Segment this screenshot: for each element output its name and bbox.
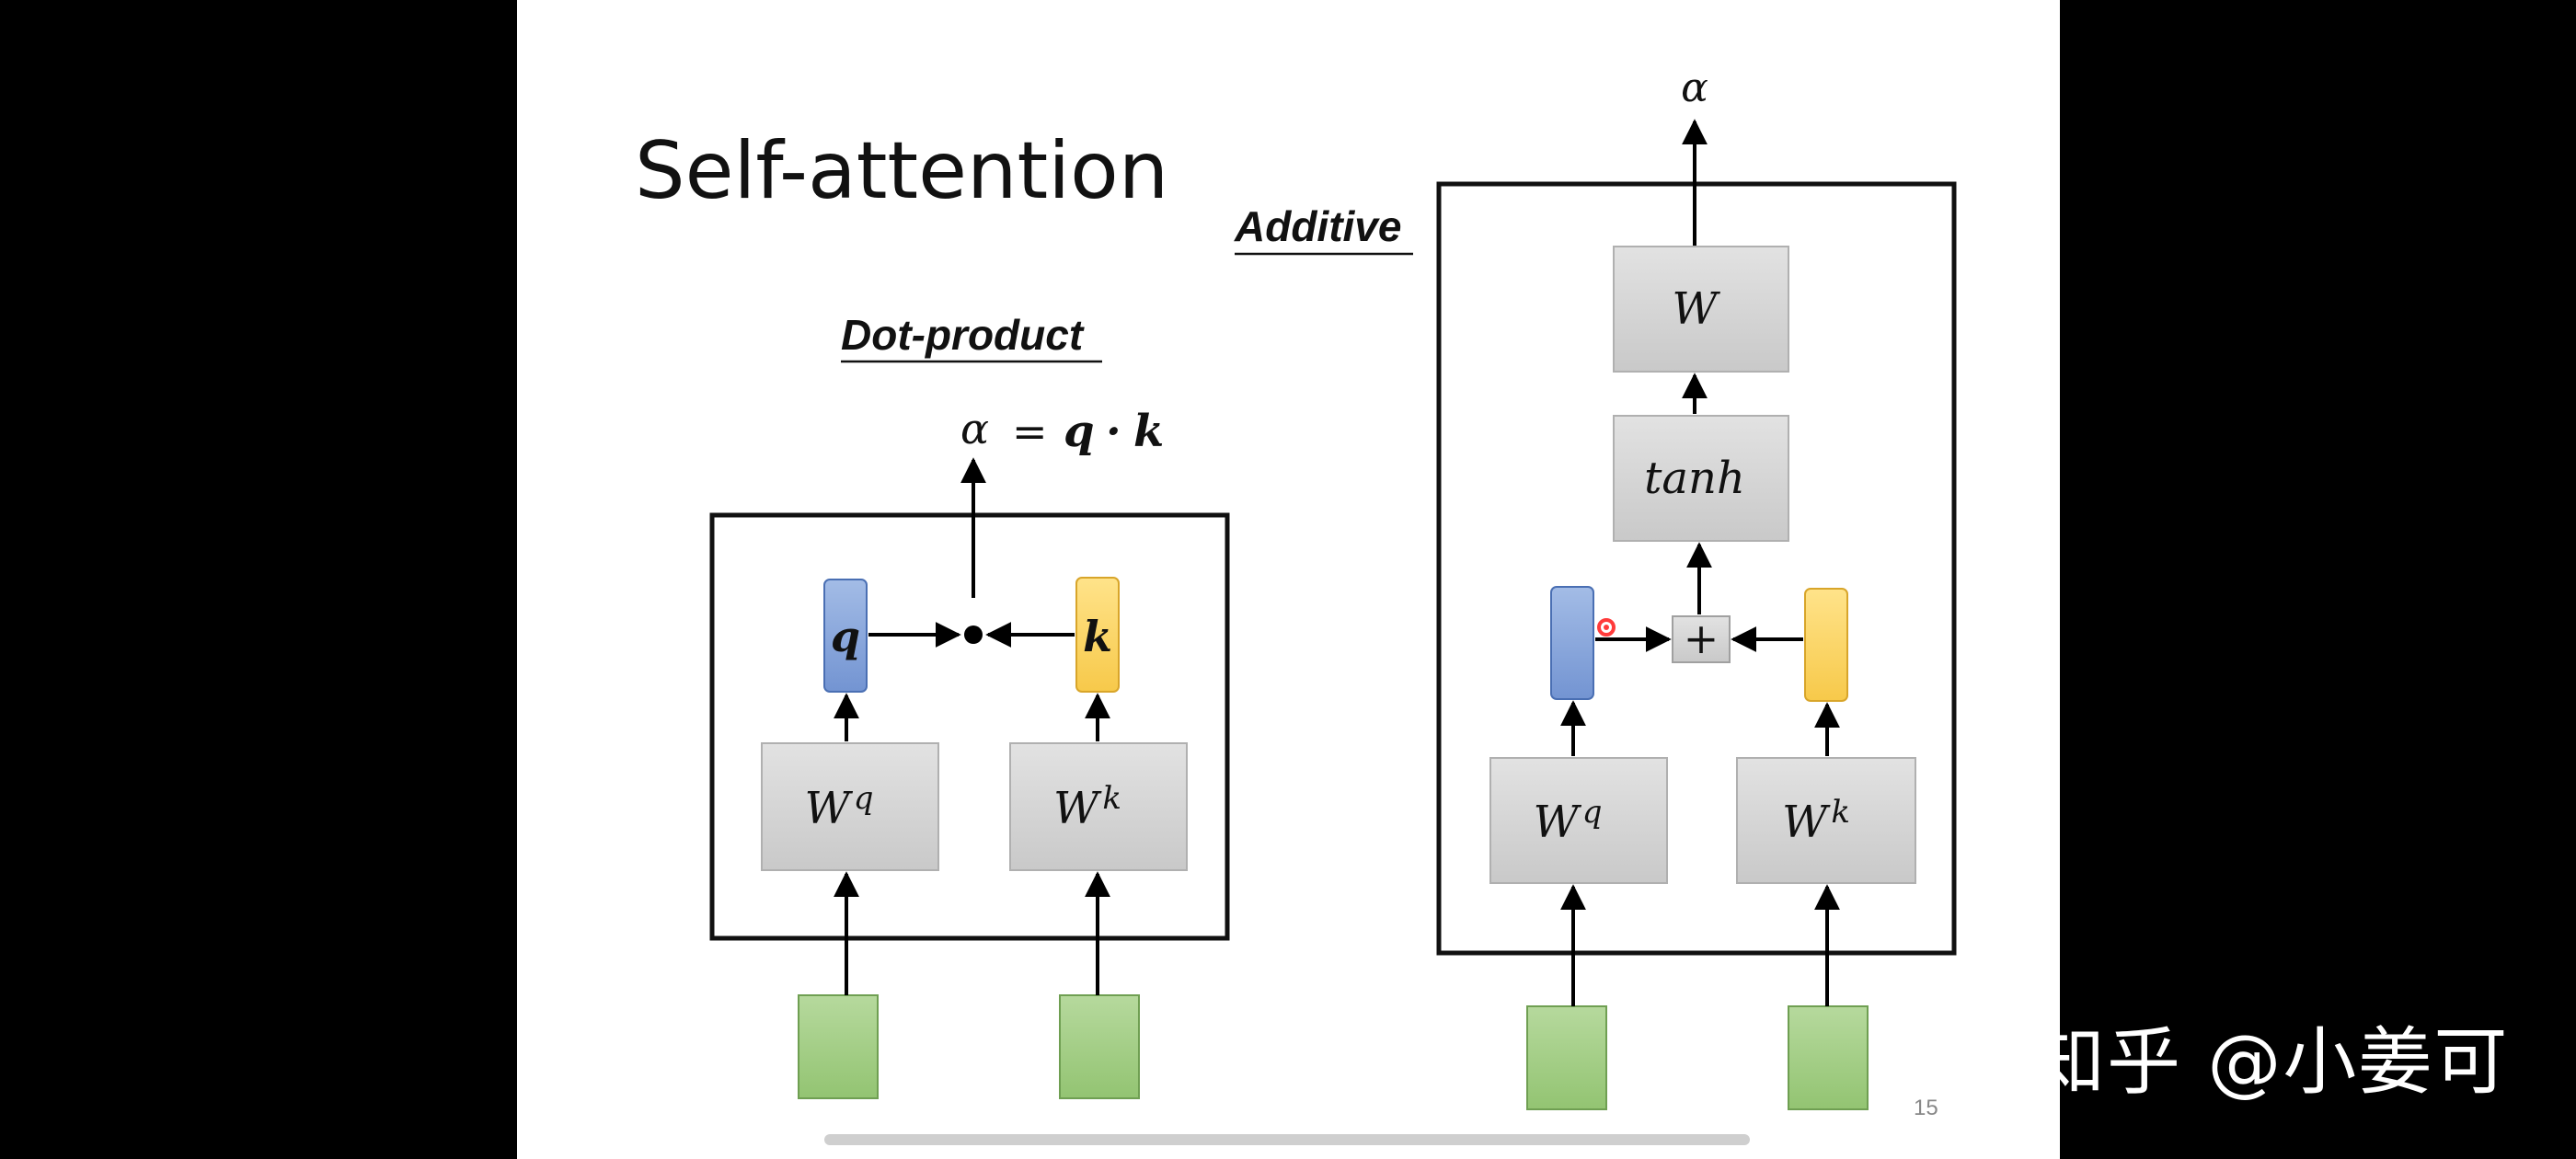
k-vector xyxy=(1075,577,1120,693)
dot-product-heading: Dot-product xyxy=(841,311,1085,359)
q-vector-label: q xyxy=(831,612,860,661)
tanh-label: tanh xyxy=(1644,453,1745,504)
additive-diagram: Additive α W tanh + xyxy=(1234,64,1957,1110)
cursor-pointer-icon xyxy=(1597,618,1616,637)
cursor-pointer-dot xyxy=(1604,625,1609,630)
slide: Self-attention Dot-product α = q · k q k xyxy=(517,0,2060,1159)
additive-q-vector xyxy=(1550,586,1594,700)
plus-label: + xyxy=(1684,614,1719,663)
wq-box xyxy=(761,742,939,871)
slide-title: Self-attention xyxy=(635,125,1168,217)
additive-input-left xyxy=(1526,1005,1607,1110)
additive-wq-box xyxy=(1489,757,1668,884)
additive-heading: Additive xyxy=(1234,202,1401,250)
formula-alpha: α xyxy=(960,404,989,453)
watermark-text: 知乎 @小姜可 xyxy=(2031,1019,2510,1105)
additive-input-right xyxy=(1788,1005,1869,1110)
tanh-box xyxy=(1613,415,1789,542)
dot-input-left xyxy=(798,994,879,1099)
k-vector-label: k xyxy=(1083,612,1112,661)
dot-operator xyxy=(964,625,983,644)
dot-product-frame xyxy=(709,512,1230,941)
video-scrollbar[interactable] xyxy=(824,1134,1750,1145)
w-label: W xyxy=(1672,283,1720,335)
w-box xyxy=(1613,246,1789,373)
q-vector xyxy=(823,579,868,693)
additive-wk-box xyxy=(1736,757,1916,884)
wk-box xyxy=(1009,742,1188,871)
formula-dot: · xyxy=(1106,406,1121,457)
dot-input-right xyxy=(1059,994,1140,1099)
formula-q: q xyxy=(1064,406,1095,457)
page-number: 15 xyxy=(1914,1096,1938,1120)
plus-box xyxy=(1672,615,1731,663)
formula-k: k xyxy=(1133,406,1164,457)
additive-k-vector xyxy=(1804,588,1848,702)
formula-equals: = xyxy=(1012,407,1048,456)
additive-output-alpha: α xyxy=(1681,64,1708,111)
